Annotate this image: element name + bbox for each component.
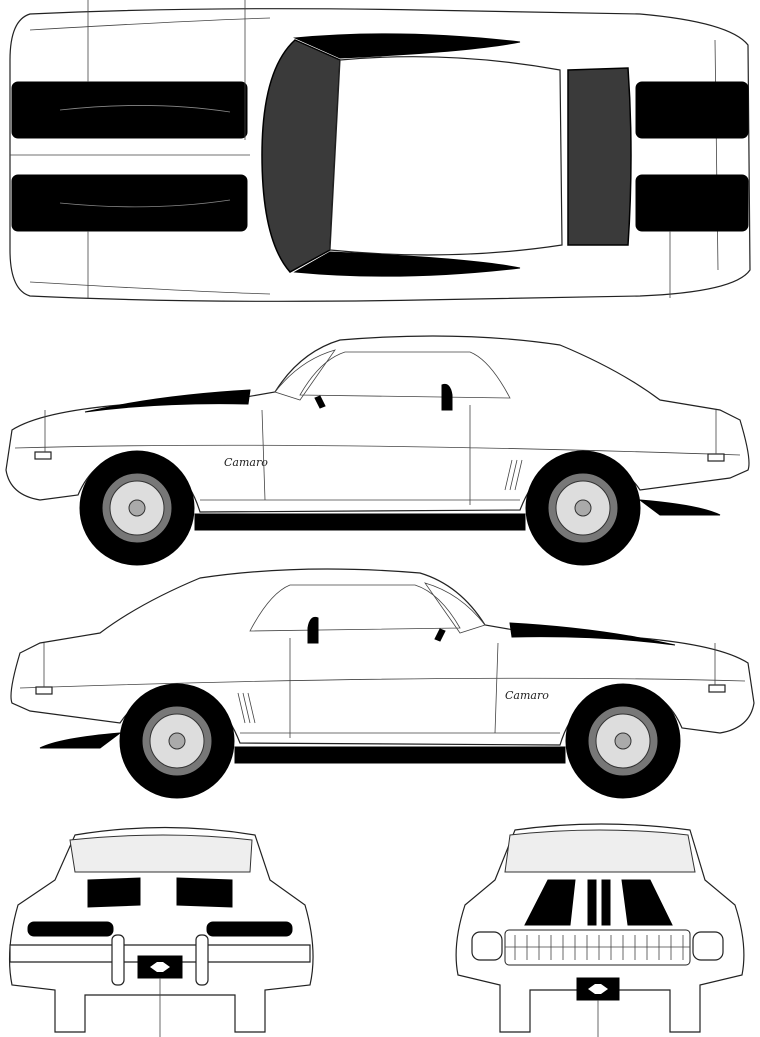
top-view xyxy=(9,0,751,302)
camaro-logo: Camaro xyxy=(224,456,268,469)
windshield xyxy=(261,39,341,273)
hood-stripe-left xyxy=(11,81,248,139)
hood-stripe-right xyxy=(11,174,248,232)
rear-view xyxy=(8,826,314,1037)
rear-window xyxy=(567,67,632,246)
side-view-left xyxy=(5,335,750,566)
trunk-stripe-right xyxy=(635,174,749,232)
roof xyxy=(329,56,563,256)
trunk-stripe-left xyxy=(635,81,749,139)
front-view xyxy=(455,823,745,1037)
camaro-logo: Camaro xyxy=(505,689,549,702)
side-view-right xyxy=(10,568,755,799)
